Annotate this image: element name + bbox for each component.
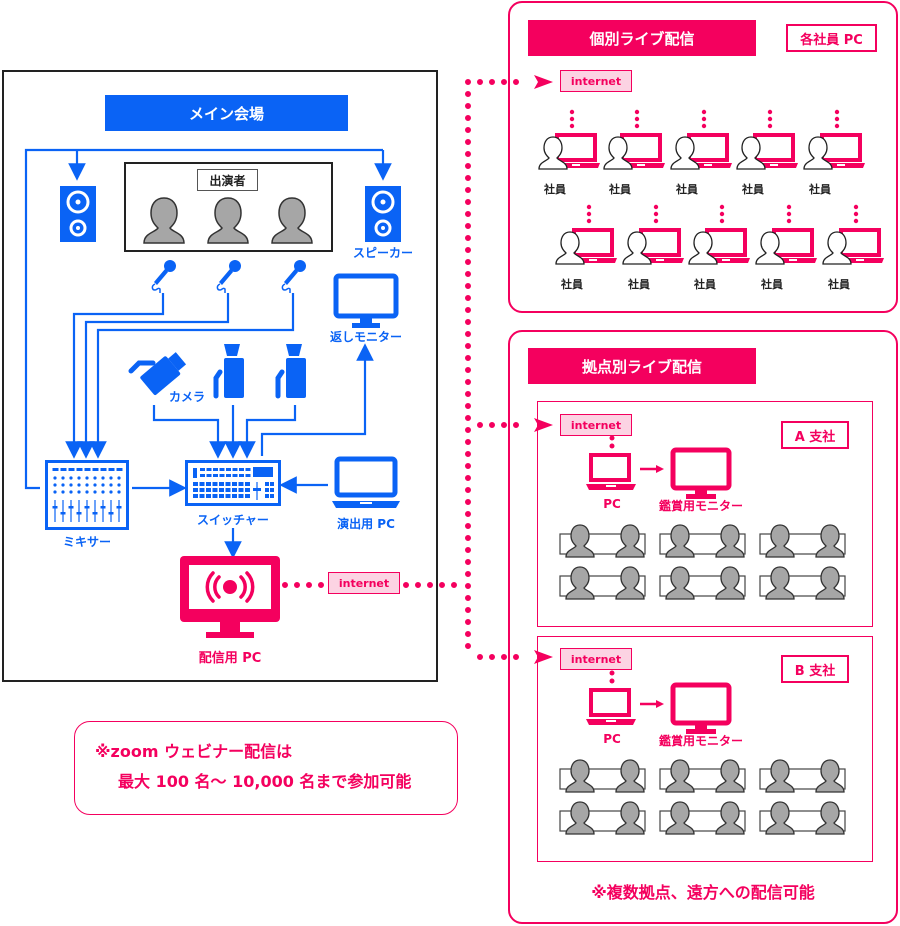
internet-badge-branch-b: internet [560,648,632,670]
branch-b-frame [537,636,873,862]
streaming-pc-icon [180,556,280,638]
performer-icon [207,197,249,244]
employee-label: 社員 [828,278,850,291]
camera-icon [128,352,187,395]
site-stream-footer: ※複数拠点、遠方への配信可能 [591,883,815,902]
site-stream-title: 拠点別ライブ配信 [528,348,756,384]
camera-icon [213,344,244,399]
employee-label: 社員 [676,183,698,196]
main-venue-title: メイン会場 [105,95,348,131]
branch-pc-label: PC [603,497,621,511]
employee-laptop-icon [736,109,798,170]
employee-label: 社員 [609,183,631,196]
streaming-pc-label: 配信用 PC [198,651,262,666]
return-monitor-icon [333,273,399,328]
production-pc-label: 演出用 PC [337,517,395,531]
microphone-icon [216,260,241,293]
branch-a-frame [537,401,873,627]
branch-monitor-label: 鑑賞用モニター [658,734,744,748]
employee-laptop-icon [555,204,617,265]
mixer-icon [45,460,129,530]
camera-label: カメラ [168,390,206,404]
internet-badge-branch-a: internet [560,414,632,436]
speaker-left-icon [60,186,96,242]
branch-pc-label: PC [603,732,621,746]
employee-laptop-icon [803,109,865,170]
switcher-label: スイッチャー [197,513,269,527]
employee-laptop-icon [538,109,600,170]
site-stream-panel [508,330,898,924]
microphone-icon [281,260,306,293]
employee-label: 社員 [809,183,831,196]
individual-stream-panel [508,1,898,313]
employee-label: 社員 [544,183,566,196]
employee-laptop-icon [603,109,665,170]
employee-label: 社員 [694,278,716,291]
performer-icon [143,197,185,244]
camera-icon [275,344,306,399]
switcher-icon [185,460,281,506]
employee-label: 社員 [628,278,650,291]
performers-stage [124,162,333,252]
laptop-icon [332,456,400,508]
performer-icon [271,197,313,244]
employee-pc-tag: 各社員 PC [786,24,877,52]
microphone-icon [151,260,176,293]
return-monitor-label: 返しモニター [329,330,403,344]
internet-badge-individual: internet [560,70,632,92]
employee-label: 社員 [742,183,764,196]
employee-label: 社員 [561,278,583,291]
speaker-label: スピーカー [352,246,414,260]
individual-stream-title: 個別ライブ配信 [528,20,756,56]
employee-laptop-icon [755,204,817,265]
employee-laptop-icon [822,204,884,265]
mixer-label: ミキサー [62,535,112,549]
branch-equipment [559,435,846,600]
branch-monitor-label: 鑑賞用モニター [658,499,744,513]
branch-a-tag: A 支社 [781,421,849,449]
employee-laptop-icon [622,204,684,265]
employee-laptop-icon [670,109,732,170]
employee-label: 社員 [761,278,783,291]
performers-label: 出演者 [197,169,258,191]
branch-b-tag: B 支社 [781,655,849,683]
speaker-right-icon [365,186,401,242]
note-line-2: 最大 100 名～ 10,000 名まで参加可能 [118,772,412,791]
branch-equipment [559,670,846,835]
main-venue-frame [2,70,438,682]
note-line-1: ※zoom ウェビナー配信は [95,742,293,761]
employee-laptop-icon [688,204,750,265]
internet-badge-main: internet [328,572,400,594]
note-box: ※zoom ウェビナー配信は 最大 100 名～ 10,000 名まで参加可能 [74,721,458,815]
